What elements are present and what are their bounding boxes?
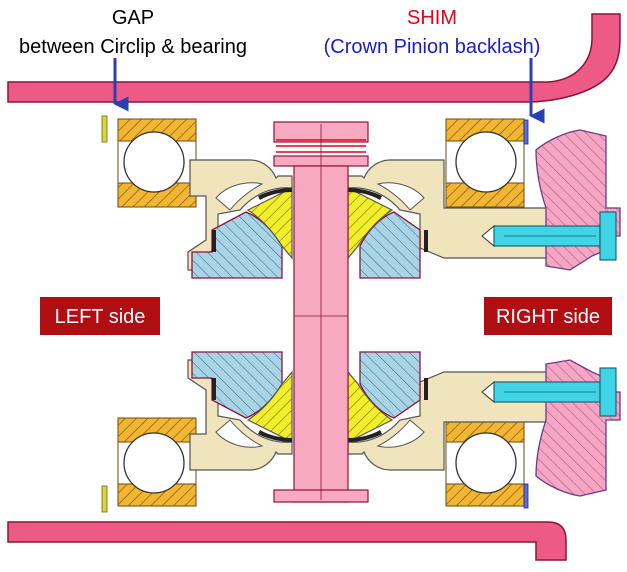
shim-label-title: SHIM	[407, 7, 457, 29]
right-side-label: RIGHT side	[484, 297, 612, 335]
shim-bottom	[523, 483, 529, 509]
housing-bottom	[7, 521, 567, 561]
left-bearing-bottom	[117, 417, 197, 507]
circlip-top	[101, 115, 108, 143]
bolt-bottom	[481, 367, 617, 417]
washer-left-top	[212, 230, 216, 252]
pinion-gear-left-bottom	[246, 370, 293, 443]
housing-top	[7, 13, 621, 103]
thrust-washer-left-bottom	[258, 430, 292, 442]
pinion-gear-left-top	[246, 187, 293, 260]
gap-label-title: GAP	[112, 7, 154, 29]
thrust-washer-right-top	[348, 188, 382, 200]
side-gear-right-bottom	[359, 351, 421, 419]
washer-right-top	[424, 230, 428, 252]
washer-right-bottom	[424, 378, 428, 400]
right-bearing-bottom	[445, 417, 525, 507]
pinion-gear-right-bottom	[347, 370, 394, 443]
thrust-washer-right-bottom	[348, 430, 382, 442]
left-side-label: LEFT side	[40, 297, 160, 335]
thrust-washer-left-top	[258, 188, 292, 200]
bolt-top	[481, 211, 617, 261]
pinion-gear-right-top	[347, 187, 394, 260]
shim-label-subtitle: (Crown Pinion backlash)	[324, 36, 541, 58]
right-side-text: RIGHT side	[496, 306, 600, 328]
shim-top	[523, 119, 529, 145]
left-side-text: LEFT side	[55, 306, 146, 328]
side-gear-right-top	[359, 211, 421, 279]
washer-left-bottom	[212, 378, 216, 400]
left-bearing-top	[117, 118, 197, 208]
gap-label-subtitle: between Circlip & bearing	[19, 36, 247, 58]
right-bearing-top	[445, 118, 525, 208]
circlip-bottom	[101, 485, 108, 513]
center-shaft	[273, 121, 369, 503]
